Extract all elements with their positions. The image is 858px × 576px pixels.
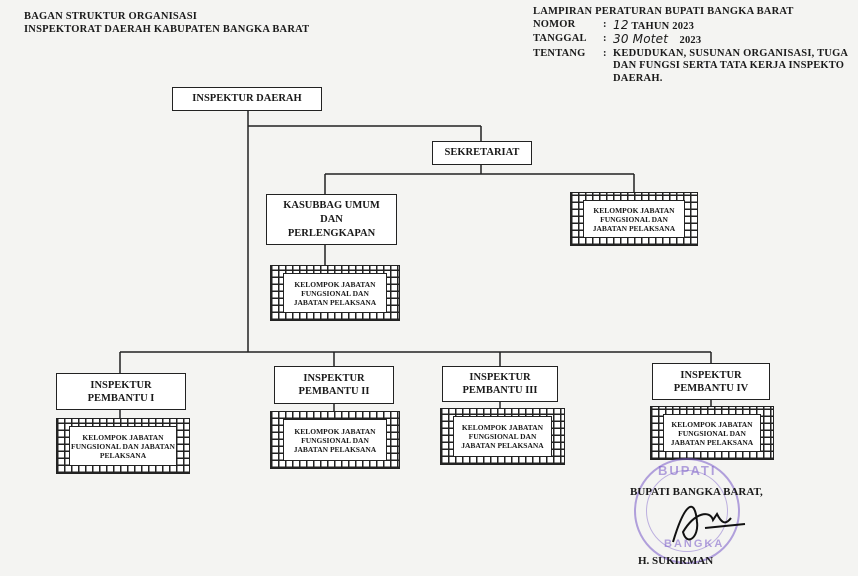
official-seal [634, 458, 740, 564]
box-kelompok-pembantu-3: KELOMPOK JABATAN FUNGSIONAL DAN JABATAN … [440, 408, 565, 465]
nomor-printed: TAHUN 2023 [631, 20, 695, 32]
pembantu-1-label: INSPEKTUR PEMBANTU I [87, 379, 155, 404]
tanggal-handwritten: 30 Motet [613, 32, 669, 46]
box-kasubbag: KASUBBAG UMUM DAN PERLENGKAPAN [266, 194, 397, 245]
box-inspektur-pembantu-3: INSPEKTUR PEMBANTU III [442, 366, 558, 402]
header-left-line1: BAGAN STRUKTUR ORGANISASI [24, 11, 198, 22]
inspektur-daerah-label: INSPEKTUR DAERAH [192, 93, 302, 104]
tentang-value: KEDUDUKAN, SUSUNAN ORGANISASI, TUGA DAN … [613, 48, 853, 86]
tanggal-colon: : [603, 33, 607, 44]
tentang-line1: KEDUDUKAN, SUSUNAN ORGANISASI, TUGA [613, 47, 849, 59]
seal-text-top: BUPATI [658, 463, 717, 478]
box-inspektur-pembantu-2: INSPEKTUR PEMBANTU II [274, 366, 394, 404]
nomor-value: 12 TAHUN 2023 [613, 17, 853, 34]
tanggal-row: TANGGAL : 30 Motet 2023 [533, 33, 853, 48]
box-kelompok-pembantu-1: KELOMPOK JABATAN FUNGSIONAL DAN JABATAN … [56, 418, 190, 474]
nomor-row: NOMOR : 12 TAHUN 2023 [533, 17, 853, 34]
kelompok-pembantu-4-label: KELOMPOK JABATAN FUNGSIONAL DAN JABATAN … [663, 414, 761, 452]
seal-inner-ring [646, 470, 728, 552]
signature-title: BUPATI BANGKA BARAT, [630, 486, 763, 498]
header-right: LAMPIRAN PERATURAN BUPATI BANGKA BARAT N… [533, 6, 853, 85]
kelompok-kasubbag-label: KELOMPOK JABATAN FUNGSIONAL DAN JABATAN … [283, 273, 387, 313]
tanggal-value: 30 Motet 2023 [613, 33, 853, 48]
pembantu-3-label: INSPEKTUR PEMBANTU III [462, 372, 538, 396]
nomor-handwritten: 12 [613, 17, 629, 32]
tentang-line2: DAN FUNGSI SERTA TATA KERJA INSPEKTO [613, 60, 845, 71]
signatory-name: H. SUKIRMAN [638, 555, 714, 567]
tentang-row: TENTANG : KEDUDUKAN, SUSUNAN ORGANISASI,… [533, 48, 853, 86]
seal-text-bottom: BANGKA [664, 538, 725, 550]
box-inspektur-pembantu-1: INSPEKTUR PEMBANTU I [56, 373, 186, 410]
box-kelompok-sekretariat: KELOMPOK JABATAN FUNGSIONAL DAN JABATAN … [570, 192, 698, 246]
header-left-line2: INSPEKTORAT DAERAH KABUPATEN BANGKA BARA… [24, 23, 310, 35]
lampiran-title: LAMPIRAN PERATURAN BUPATI BANGKA BARAT [533, 6, 794, 17]
kelompok-pembantu-1-label: KELOMPOK JABATAN FUNGSIONAL DAN JABATAN … [69, 426, 177, 466]
box-inspektur-pembantu-4: INSPEKTUR PEMBANTU IV [652, 363, 770, 400]
tentang-colon: : [603, 47, 607, 59]
kelompok-sekretariat-label: KELOMPOK JABATAN FUNGSIONAL DAN JABATAN … [583, 200, 685, 238]
tentang-label: TENTANG [533, 47, 586, 59]
box-kelompok-pembantu-4: KELOMPOK JABATAN FUNGSIONAL DAN JABATAN … [650, 406, 774, 460]
tanggal-label: TANGGAL [533, 33, 587, 44]
header-left: BAGAN STRUKTUR ORGANISASI INSPEKTORAT DA… [24, 11, 309, 36]
box-inspektur-daerah: INSPEKTUR DAERAH [172, 87, 322, 111]
tanggal-printed: 2023 [679, 35, 702, 46]
kasubbag-label: KASUBBAG UMUM DAN PERLENGKAPAN [283, 199, 380, 239]
tentang-line3: DAERAH. [613, 72, 663, 84]
box-kelompok-pembantu-2: KELOMPOK JABATAN FUNGSIONAL DAN JABATAN … [270, 411, 400, 469]
pembantu-4-label: INSPEKTUR PEMBANTU IV [673, 369, 749, 394]
nomor-colon: : [603, 18, 607, 30]
kelompok-pembantu-3-label: KELOMPOK JABATAN FUNGSIONAL DAN JABATAN … [453, 416, 552, 457]
pembantu-2-label: INSPEKTUR PEMBANTU II [298, 373, 370, 397]
handwritten-signature [672, 505, 746, 543]
nomor-label: NOMOR [533, 18, 576, 30]
sekretariat-label: SEKRETARIAT [444, 147, 520, 158]
box-kelompok-kasubbag: KELOMPOK JABATAN FUNGSIONAL DAN JABATAN … [270, 265, 400, 321]
kelompok-pembantu-2-label: KELOMPOK JABATAN FUNGSIONAL DAN JABATAN … [283, 419, 387, 461]
box-sekretariat: SEKRETARIAT [432, 141, 532, 165]
